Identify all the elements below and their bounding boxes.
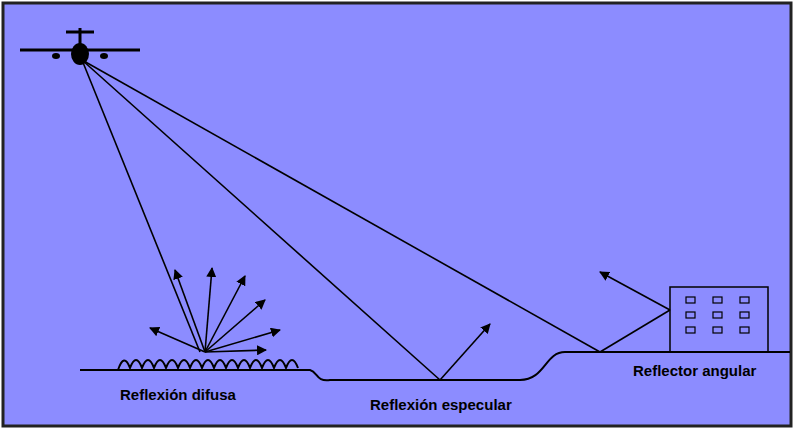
specular-arrow — [440, 324, 490, 380]
background — [3, 3, 791, 426]
radar-beams — [82, 60, 600, 380]
building-symbol — [670, 287, 768, 352]
corner-arrow — [600, 272, 670, 310]
airplane-symbol — [20, 28, 140, 65]
caption-label: Reflector angular — [633, 362, 756, 379]
corner-ray — [600, 310, 670, 352]
ground-line — [80, 352, 790, 380]
diffuse-arrows — [150, 268, 280, 352]
caption-label: Reflexión difusa — [120, 386, 236, 403]
caption-label: Reflexión especular — [370, 396, 512, 413]
